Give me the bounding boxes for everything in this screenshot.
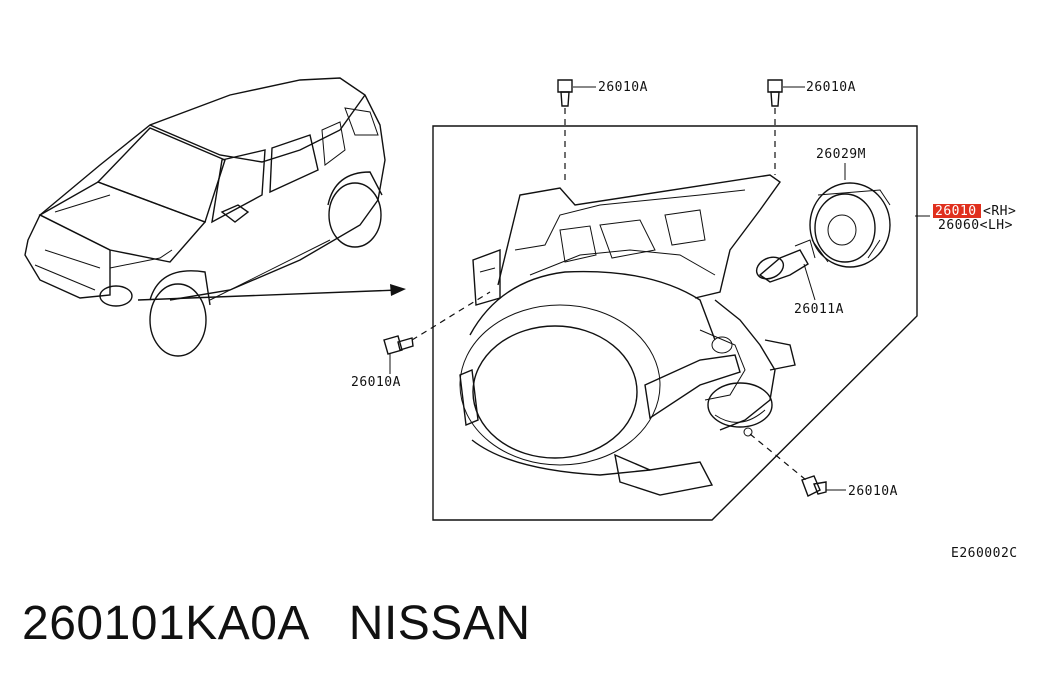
highlight-box [933,204,981,218]
bolt-top-left [557,79,573,107]
callout-assembly-rh-number: 26010 [935,204,977,219]
headlamp-assembly [459,174,796,496]
leader-lines [389,86,930,491]
pointer-arrow [137,284,406,301]
callout-assembly-lh: 26060<LH> [938,218,1013,233]
callout-bulb: 26011A [794,302,844,317]
socket-cap [809,182,891,268]
assembly-frame [432,125,918,521]
callout-cap: 26029M [816,147,866,162]
callout-bolt-top-left: 26010A [598,80,648,95]
callout-bolt-bottom: 26010A [848,484,898,499]
bolt-left [383,335,414,355]
callout-bolt-top-right: 26010A [806,80,856,95]
diagram-code: E260002C [951,546,1018,561]
install-lines [411,108,807,481]
callout-bolt-left: 26010A [351,375,401,390]
callout-assembly-rh-suffix: <RH> [983,204,1016,219]
bolt-bottom [801,475,827,497]
bolt-top-right [767,79,783,107]
part-number-title: 260101KA0A NISSAN [22,597,531,650]
bulb [755,239,816,301]
vehicle-illustration [24,77,386,357]
